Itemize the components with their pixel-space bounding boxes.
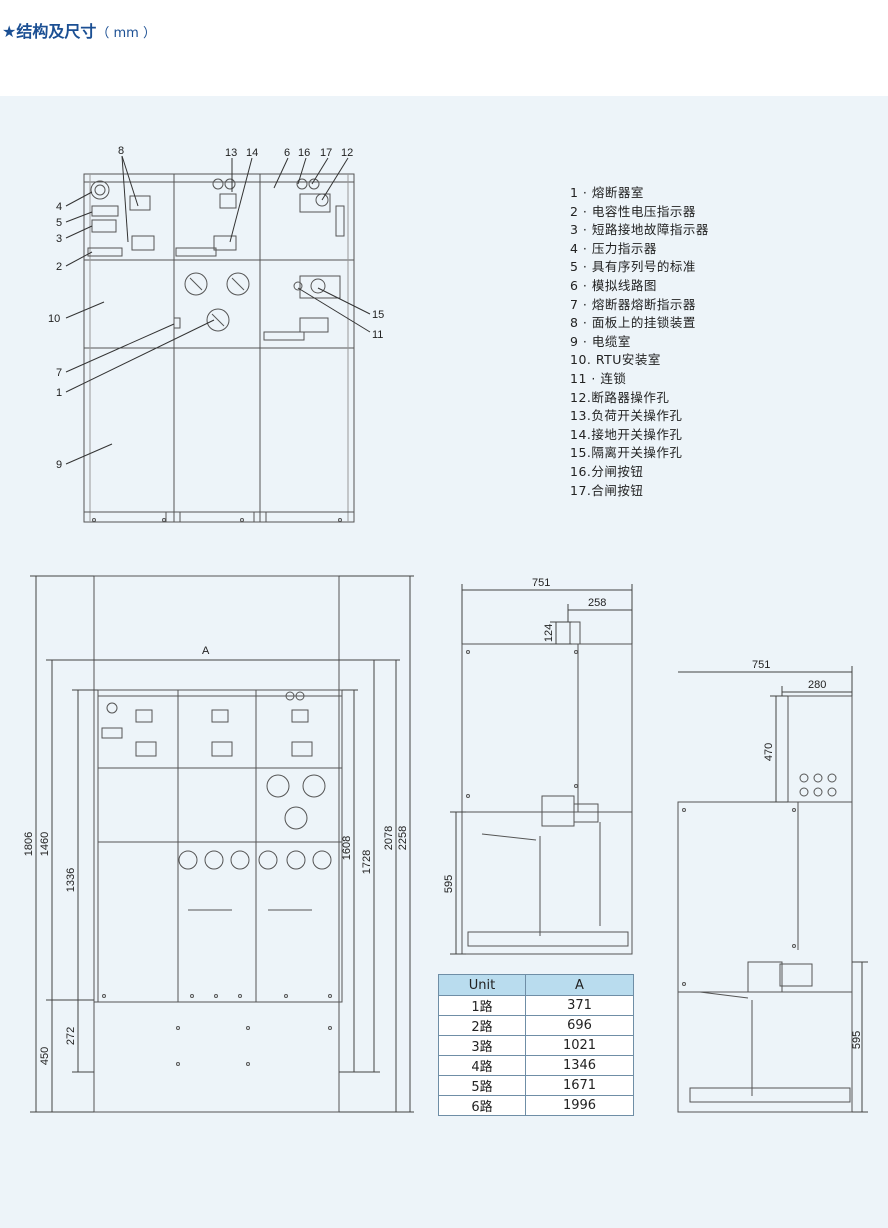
dim-272: 272	[65, 1027, 77, 1045]
table-cell: 1996	[525, 1095, 634, 1116]
callout-16: 16	[298, 147, 310, 159]
legend-item: 15.隔离开关操作孔	[570, 445, 683, 461]
callout-3: 3	[56, 233, 62, 245]
table-cell: 1346	[525, 1055, 634, 1076]
legend-item: 5 · 具有序列号的标准	[570, 259, 696, 275]
legend-item: 2 · 电容性电压指示器	[570, 203, 696, 219]
table-cell: 4路	[438, 1055, 526, 1076]
legend-item: 9 · 电缆室	[570, 333, 631, 349]
table-header-row: Unit A	[438, 974, 634, 996]
callout-6: 6	[284, 147, 290, 159]
callout-10: 10	[48, 313, 60, 325]
side-view-2	[677, 666, 868, 1113]
drawing-panel: 8 13 14 6 16 17 12 4 5 3 2 10 7 1 9 15 1…	[0, 96, 888, 1228]
front-structure-view	[83, 173, 355, 523]
table-cell: 2路	[438, 1015, 526, 1036]
callout-13: 13	[225, 147, 237, 159]
callout-5: 5	[56, 217, 62, 229]
legend-item: 12.断路器操作孔	[570, 389, 670, 405]
callout-11: 11	[372, 329, 383, 341]
dim-side1-595: 595	[443, 875, 455, 893]
dim-a: A	[202, 645, 210, 657]
legend-item: 13.负荷开关操作孔	[570, 408, 683, 424]
heading-title: 结构及尺寸	[16, 22, 97, 41]
table-header-a: A	[525, 974, 634, 996]
table-header-unit: Unit	[438, 974, 526, 996]
legend-item: 3 · 短路接地故障指示器	[570, 222, 709, 238]
legend-item: 11 · 连锁	[570, 370, 627, 386]
dim-side1-124: 124	[543, 624, 555, 642]
table-cell: 3路	[438, 1035, 526, 1056]
table-cell: 5路	[438, 1075, 526, 1096]
dim-side1-751: 751	[532, 577, 550, 589]
legend-item: 7 · 熔断器熔断指示器	[570, 296, 696, 312]
dim-side1-258: 258	[588, 597, 606, 609]
legend-item: 6 · 模拟线路图	[570, 277, 657, 293]
dimension-labels: A 1806 1460 1336 450 272 1608 1728 2078 …	[23, 577, 863, 1065]
legend-item: 8 · 面板上的挂锁装置	[570, 315, 696, 331]
callout-12: 12	[341, 147, 353, 159]
dim-side2-470: 470	[763, 743, 775, 761]
table-cell: 696	[525, 1015, 634, 1036]
front-dimension-view	[30, 575, 414, 1113]
callout-1: 1	[56, 387, 62, 399]
legend-item: 4 · 压力指示器	[570, 240, 657, 256]
callout-2: 2	[56, 261, 62, 273]
dim-1336: 1336	[65, 868, 77, 892]
dim-1608: 1608	[341, 836, 353, 860]
dim-1460: 1460	[39, 832, 51, 856]
callout-7: 7	[56, 367, 62, 379]
callout-15: 15	[372, 309, 384, 321]
legend-item: 10. RTU安装室	[570, 352, 661, 368]
table-cell: 1671	[525, 1075, 634, 1096]
leader-lines	[65, 155, 371, 465]
dim-2078: 2078	[383, 826, 395, 850]
side-view-1	[450, 584, 633, 955]
callout-14: 14	[246, 147, 258, 159]
dim-side2-595: 595	[851, 1031, 863, 1049]
callout-4: 4	[56, 201, 62, 213]
page-heading: ★结构及尺寸（ mm ）	[2, 18, 156, 42]
table-cell: 1路	[438, 995, 526, 1016]
star-icon: ★	[2, 22, 17, 41]
dim-1728: 1728	[361, 850, 373, 874]
legend-item: 16.分闸按钮	[570, 463, 644, 479]
legend-item: 1 · 熔断器室	[570, 185, 644, 200]
callout-17: 17	[320, 147, 332, 159]
component-legend: 1 · 熔断器室 2 · 电容性电压指示器 3 · 短路接地故障指示器 4 · …	[570, 184, 709, 500]
heading-unit: （ mm ）	[96, 26, 156, 41]
dim-side2-280: 280	[808, 679, 826, 691]
dim-1806: 1806	[23, 832, 35, 856]
dim-side2-751: 751	[752, 659, 770, 671]
table-cell: 371	[525, 995, 634, 1016]
callout-labels: 8 13 14 6 16 17 12 4 5 3 2 10 7 1 9 15 1…	[48, 145, 384, 471]
dim-2258: 2258	[397, 826, 409, 850]
callout-8: 8	[118, 145, 124, 157]
dim-450: 450	[39, 1047, 51, 1065]
table-cell: 6路	[438, 1095, 526, 1116]
callout-9: 9	[56, 459, 62, 471]
legend-item: 14.接地开关操作孔	[570, 426, 683, 442]
technical-drawing: 8 13 14 6 16 17 12 4 5 3 2 10 7 1 9 15 1…	[23, 145, 868, 1113]
legend-item: 17.合闸按钮	[570, 482, 644, 498]
table-cell: 1021	[525, 1035, 634, 1056]
